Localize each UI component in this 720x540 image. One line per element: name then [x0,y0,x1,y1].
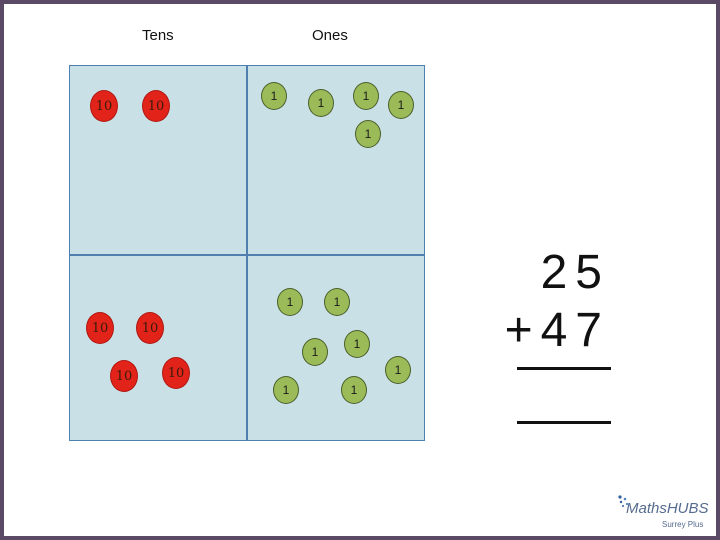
one-counter: 1 [385,356,411,384]
grid-vertical-divider [246,66,248,440]
one-counter: 1 [277,288,303,316]
sum-underline [517,367,611,370]
ten-counter: 10 [110,360,138,392]
tens-column-header: Tens [142,27,174,44]
addend-bottom: 47 [540,304,610,357]
one-counter: 1 [273,376,299,404]
one-counter: 1 [341,376,367,404]
one-counter: 1 [324,288,350,316]
ones-column-header: Ones [312,27,348,44]
one-counter: 1 [344,330,370,358]
addend-bottom-row: +47 [505,302,610,360]
one-counter: 1 [355,120,381,148]
one-counter: 1 [308,89,334,117]
answer-line [517,421,611,424]
logo-subtitle: Surrey Plus [662,520,704,529]
one-counter: 1 [353,82,379,110]
one-counter: 1 [261,82,287,110]
ten-counter: 10 [142,90,170,122]
ten-counter: 10 [90,90,118,122]
ten-counter: 10 [162,357,190,389]
addend-top: 25 [540,246,610,299]
one-counter: 1 [302,338,328,366]
grid-horizontal-divider [70,254,424,256]
ten-counter: 10 [136,312,164,344]
plus-sign: + [504,304,541,357]
column-addition: 25 +47 [505,244,610,360]
dots-logo-icon [618,495,629,507]
ten-counter: 10 [86,312,114,344]
logo-name: MathsHUBS [626,500,709,517]
maths-hubs-logo: MathsHUBS Surrey Plus [616,494,712,530]
one-counter: 1 [388,91,414,119]
